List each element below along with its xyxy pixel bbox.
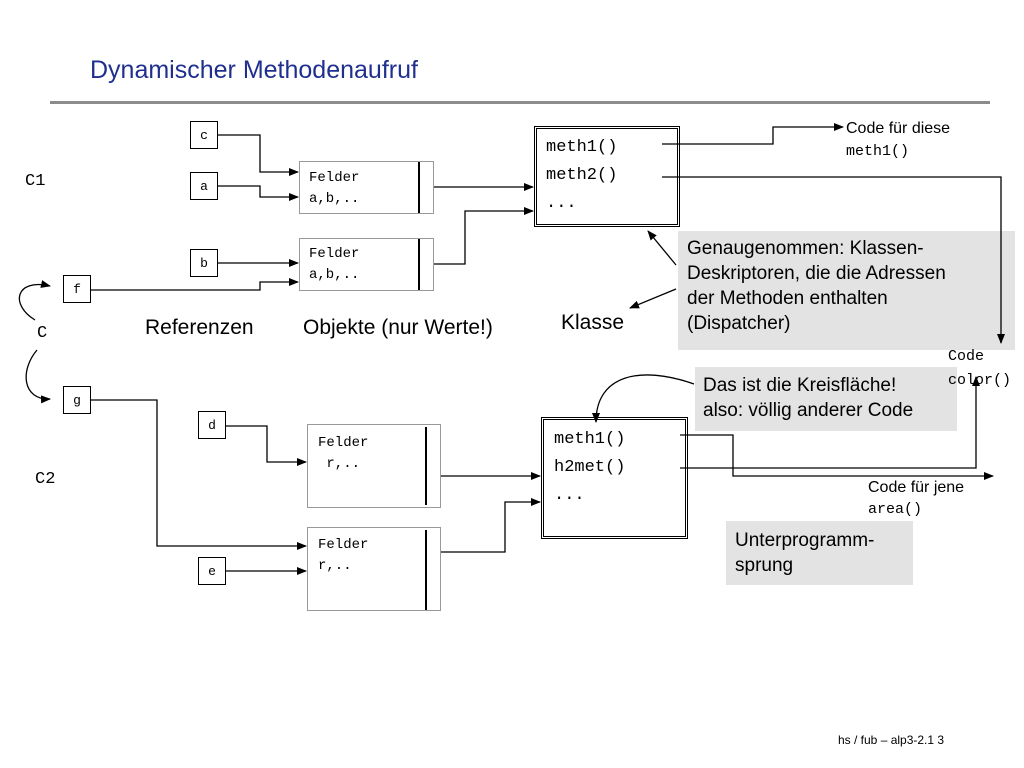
ref-box-f: f [63,275,91,303]
object-box-1: Felder a,b,.. [299,161,434,214]
ref-box-d: d [198,411,226,439]
code-jene-label: Code für jene [868,479,965,496]
class-box-c1: meth1() meth2() ... [534,126,680,227]
ref-box-b: b [190,249,218,277]
object-divider-2 [418,239,420,290]
arrow-a-to-object1 [218,185,299,201]
pointer-kreis-to-meth1 [592,374,695,423]
class-c1-method-more: ... [546,194,577,213]
ref-box-c: c [190,121,218,149]
code-diese-method: meth1() [846,143,910,160]
title-divider [50,101,990,104]
curve-c-to-f [18,280,51,321]
label-referenzen: Referenzen [145,316,254,339]
arrow-meth1-to-code-diese [662,123,844,145]
object-divider-4 [425,530,427,610]
object-box-4: Felder r,.. [307,527,441,611]
arrow-meth2-to-code-color [662,176,1005,344]
arrow-object2-to-class1 [434,207,534,265]
object-divider-1 [418,162,420,213]
arrow-d-to-object3 [226,425,307,466]
arrow-g-to-object4 [91,399,307,550]
class-c1-method-1: meth1() [546,138,618,157]
arrow-c2-meth1-to-code-jene [680,434,994,480]
arrow-f-to-object2 [91,278,299,291]
class-box-c2: meth1() h2met() ... [541,417,688,539]
object-box-2: Felder a,b,.. [299,238,434,291]
class-c2-method-more: ... [554,486,585,505]
class-label-c2: C2 [35,470,56,489]
curve-c-to-g [25,349,51,404]
object-fields-3: Felder r,.. [318,435,369,472]
ref-box-g: g [63,386,91,414]
class-c1-method-2: meth2() [546,166,618,185]
pointer-descriptor-to-klasse [629,288,677,309]
class-c2-method-2: h2met() [554,458,626,477]
note-kreisflaeche: Das ist die Kreisfläche! also: völlig an… [695,367,957,431]
code-color-label: Code [948,348,985,365]
note-unterprogramm: Unterprogramm- sprung [726,521,913,585]
arrow-object4-to-class2 [441,498,541,553]
code-diese-label: Code für diese [846,120,951,137]
slide-title: Dynamischer Methodenaufruf [90,56,418,84]
object-fields-2: Felder a,b,.. [309,246,360,283]
arrow-h2met-to-code-color [680,376,980,469]
label-objekte: Objekte (nur Werte!) [303,316,493,339]
label-klasse: Klasse [561,311,625,334]
object-fields-1: Felder a,b,.. [309,170,360,207]
class-label-c1: C1 [25,172,46,191]
code-jene-method: area() [868,501,923,518]
note-descriptor: Genaugenommen: Klassen- Deskriptoren, di… [678,231,1015,350]
ref-box-a: a [190,172,218,200]
object-divider-3 [425,427,427,505]
class-c2-method-1: meth1() [554,430,626,449]
object-box-3: Felder r,.. [307,424,441,508]
object-fields-4: Felder r,.. [318,537,369,574]
class-label-c: C [37,324,48,343]
slide-footer: hs / fub – alp3-2.1 3 [838,733,945,747]
arrow-c-to-object1 [218,134,299,176]
pointer-descriptor-to-class1 [647,230,677,266]
ref-box-e: e [198,557,226,585]
